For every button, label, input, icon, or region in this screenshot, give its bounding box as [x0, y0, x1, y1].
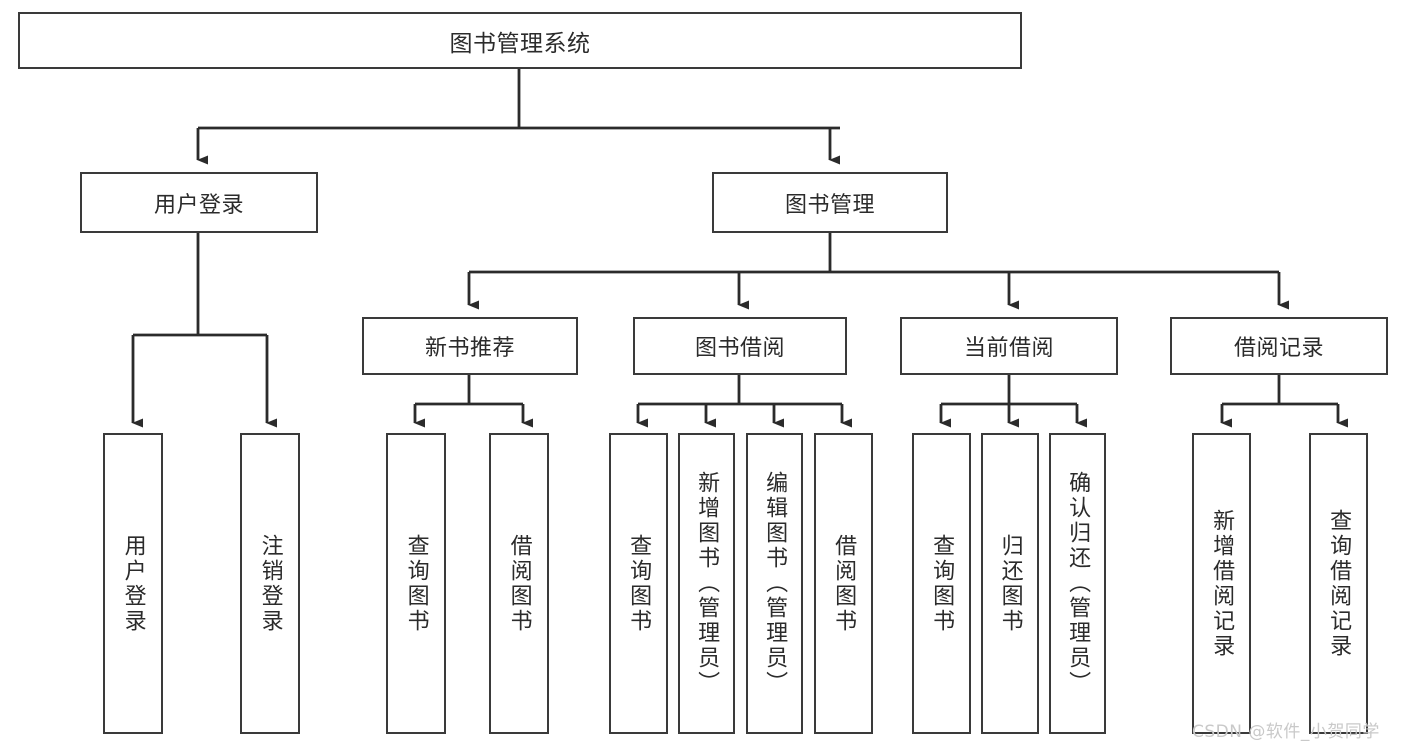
leaf-label: 查询借阅记录 [1326, 508, 1352, 659]
leaf-label: 编辑图书（管理员） [762, 471, 788, 696]
leaf-borrow-add-book[interactable]: 新增图书（管理员） [678, 433, 735, 734]
leaf-label: 查询图书 [929, 533, 955, 634]
node-book-management-label: 图书管理 [784, 192, 875, 218]
node-borrow-records[interactable]: 借阅记录 [1170, 317, 1388, 375]
leaf-label: 新增借阅记录 [1209, 508, 1235, 659]
leaf-label: 用户登录 [120, 533, 146, 634]
node-book-management[interactable]: 图书管理 [712, 172, 948, 233]
leaf-label: 归还图书 [997, 533, 1023, 634]
leaf-current-confirm-return[interactable]: 确认归还（管理员） [1049, 433, 1106, 734]
leaf-label: 注销登录 [257, 533, 283, 634]
leaf-label: 查询图书 [626, 533, 652, 634]
node-root-label: 图书管理系统 [449, 30, 591, 57]
node-user-login-label: 用户登录 [153, 192, 244, 218]
leaf-current-query-book[interactable]: 查询图书 [912, 433, 971, 734]
leaf-records-add-record[interactable]: 新增借阅记录 [1192, 433, 1251, 734]
leaf-new-book-query[interactable]: 查询图书 [386, 433, 446, 734]
node-root[interactable]: 图书管理系统 [18, 12, 1022, 69]
leaf-label: 借阅图书 [506, 533, 532, 634]
node-current-borrow[interactable]: 当前借阅 [900, 317, 1118, 375]
node-current-borrow-label: 当前借阅 [963, 336, 1054, 361]
leaf-label: 借阅图书 [831, 533, 857, 634]
node-book-borrow[interactable]: 图书借阅 [633, 317, 847, 375]
leaf-new-book-borrow[interactable]: 借阅图书 [489, 433, 549, 734]
leaf-current-return-book[interactable]: 归还图书 [981, 433, 1039, 734]
leaf-user-login-login[interactable]: 用户登录 [103, 433, 163, 734]
node-new-book-recommend[interactable]: 新书推荐 [362, 317, 578, 375]
leaf-user-login-logout[interactable]: 注销登录 [240, 433, 300, 734]
leaf-label: 确认归还（管理员） [1065, 471, 1091, 696]
leaf-label: 查询图书 [403, 533, 429, 634]
node-user-login[interactable]: 用户登录 [80, 172, 318, 233]
leaf-borrow-borrow-book[interactable]: 借阅图书 [814, 433, 873, 734]
leaf-borrow-query-book[interactable]: 查询图书 [609, 433, 668, 734]
node-borrow-records-label: 借阅记录 [1233, 336, 1324, 361]
node-new-book-recommend-label: 新书推荐 [424, 336, 515, 361]
leaf-label: 新增图书（管理员） [694, 471, 720, 696]
leaf-borrow-edit-book[interactable]: 编辑图书（管理员） [746, 433, 803, 734]
leaf-records-query-record[interactable]: 查询借阅记录 [1309, 433, 1368, 734]
watermark: CSDN @软件_小贺同学 [1192, 722, 1380, 742]
node-book-borrow-label: 图书借阅 [694, 336, 785, 361]
